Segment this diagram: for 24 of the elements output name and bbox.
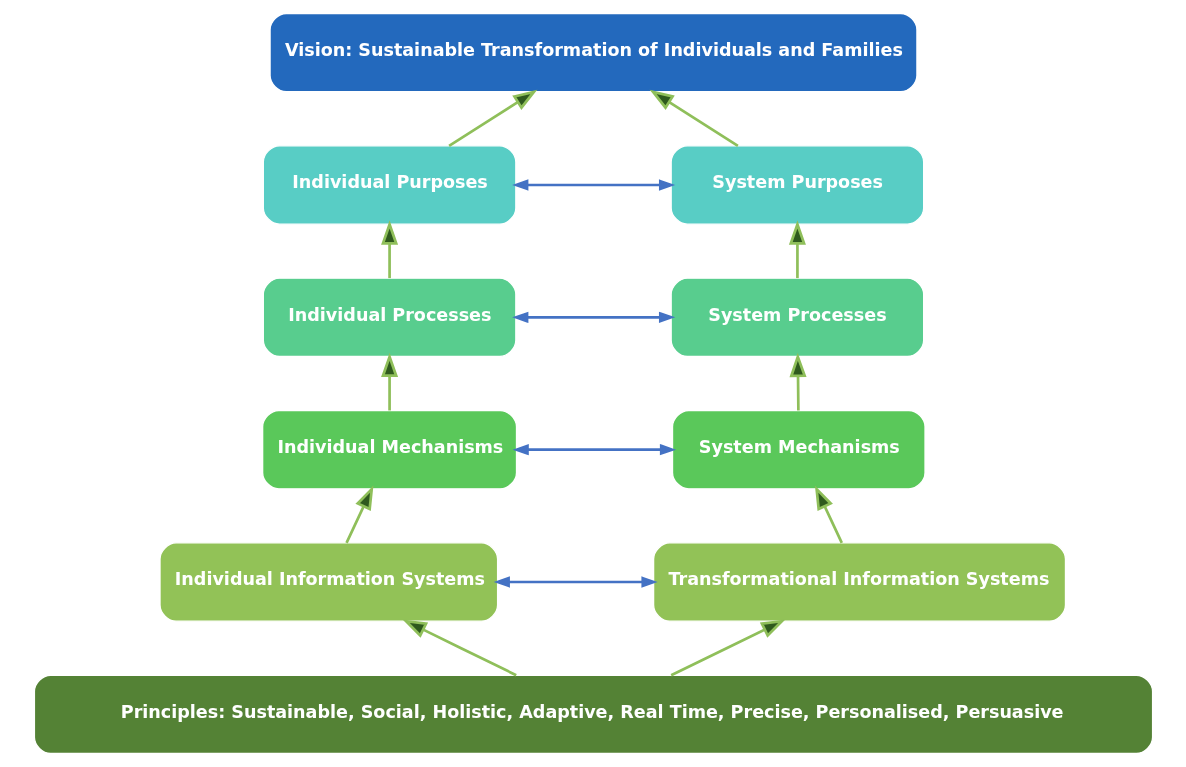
node-box: Transformational Information Systems <box>652 542 1066 622</box>
arrow <box>344 485 373 544</box>
arrow <box>670 619 785 677</box>
node-box: Individual Processes <box>262 277 517 358</box>
arrow <box>402 619 517 677</box>
arrow <box>380 220 398 279</box>
node-box: System Purposes <box>669 145 924 225</box>
arrow <box>649 89 739 147</box>
arrow <box>511 179 675 191</box>
node-box: Individual Mechanisms <box>261 409 517 490</box>
arrow <box>789 352 807 411</box>
arrow <box>447 89 537 147</box>
arrow <box>814 485 843 544</box>
arrow <box>788 220 806 279</box>
node-box: System Mechanisms <box>671 409 926 490</box>
node-box: Principles: Sustainable, Social, Holistic, Adaptive, Real Time, Precise, Personalised, Persuasive <box>33 674 1153 755</box>
arrow <box>512 444 676 456</box>
arrow <box>380 352 398 411</box>
node-box: System Processes <box>669 277 924 358</box>
node-box: Individual Purposes <box>262 145 517 225</box>
arrow <box>511 311 675 323</box>
node-box: Vision: Sustainable Transformation of Individuals and Families <box>268 12 918 93</box>
arrow <box>493 576 658 588</box>
node-box: Individual Information Systems <box>158 542 498 622</box>
